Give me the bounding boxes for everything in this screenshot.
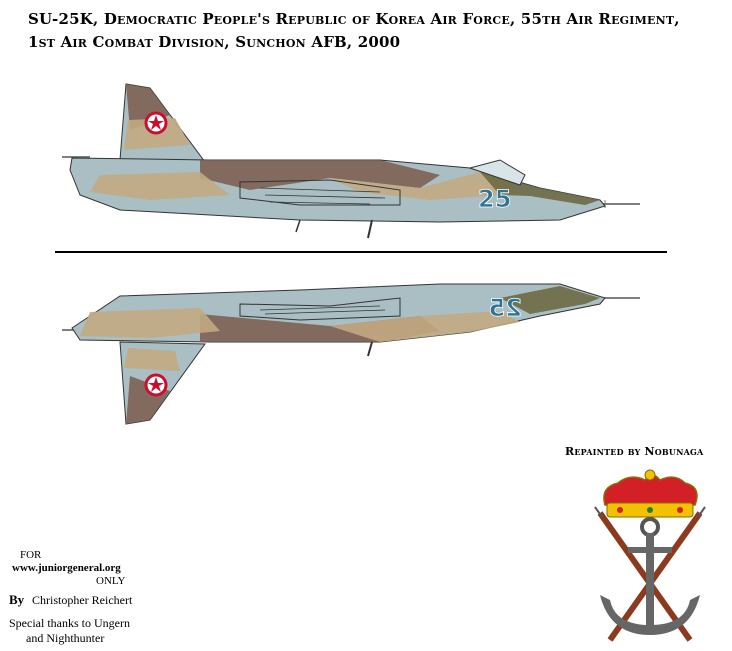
- repainted-credit: Repainted by Nobunaga: [565, 445, 704, 458]
- credit-for: FOR: [20, 549, 42, 561]
- divider-line: [55, 251, 667, 253]
- aircraft-bottom-view: 25: [62, 283, 640, 425]
- side-number-bottom: 25: [489, 294, 522, 322]
- credit-author: Christopher Reichert: [32, 593, 133, 607]
- credit-only: ONLY: [96, 575, 126, 587]
- credit-thanks-1: Special thanks to Ungern: [9, 616, 130, 630]
- title-line-1: SU-25K, Democratic People's Republic of …: [28, 10, 680, 28]
- credit-thanks-2: and Nighthunter: [26, 631, 105, 645]
- aircraft-top-view: 25: [62, 83, 640, 239]
- title-line-2: 1st Air Combat Division, Sunchon AFB, 20…: [28, 33, 401, 51]
- page-title: SU-25K, Democratic People's Republic of …: [28, 8, 718, 54]
- credit-by-label: By: [9, 592, 25, 607]
- credit-site: www.juniorgeneral.org: [12, 562, 121, 574]
- crown-anchor-emblem-logo: [594, 469, 706, 642]
- side-number-top: 25: [478, 185, 511, 213]
